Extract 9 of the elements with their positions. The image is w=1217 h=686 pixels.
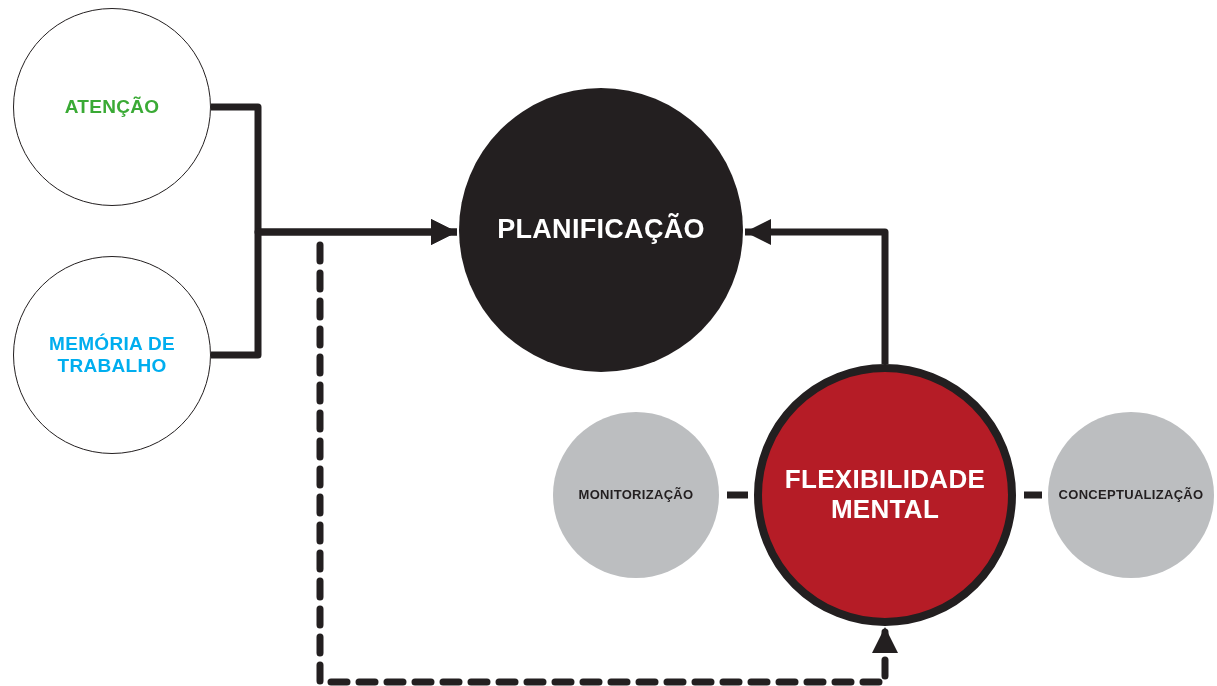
concept-label: FLEXIBILIDADE MENTAL <box>783 465 987 525</box>
concept-label: CONCEPTUALIZAÇÃO <box>1057 487 1205 503</box>
arrow <box>211 219 457 359</box>
concept-label: ATENÇÃO <box>63 96 161 118</box>
dashed-arrow <box>316 241 898 686</box>
concept-label: PLANIFICAÇÃO <box>496 214 706 246</box>
concept-label: MEMÓRIA DE TRABALHO <box>48 333 176 377</box>
concept-label: MONITORIZAÇÃO <box>577 487 695 503</box>
arrow <box>745 219 889 364</box>
